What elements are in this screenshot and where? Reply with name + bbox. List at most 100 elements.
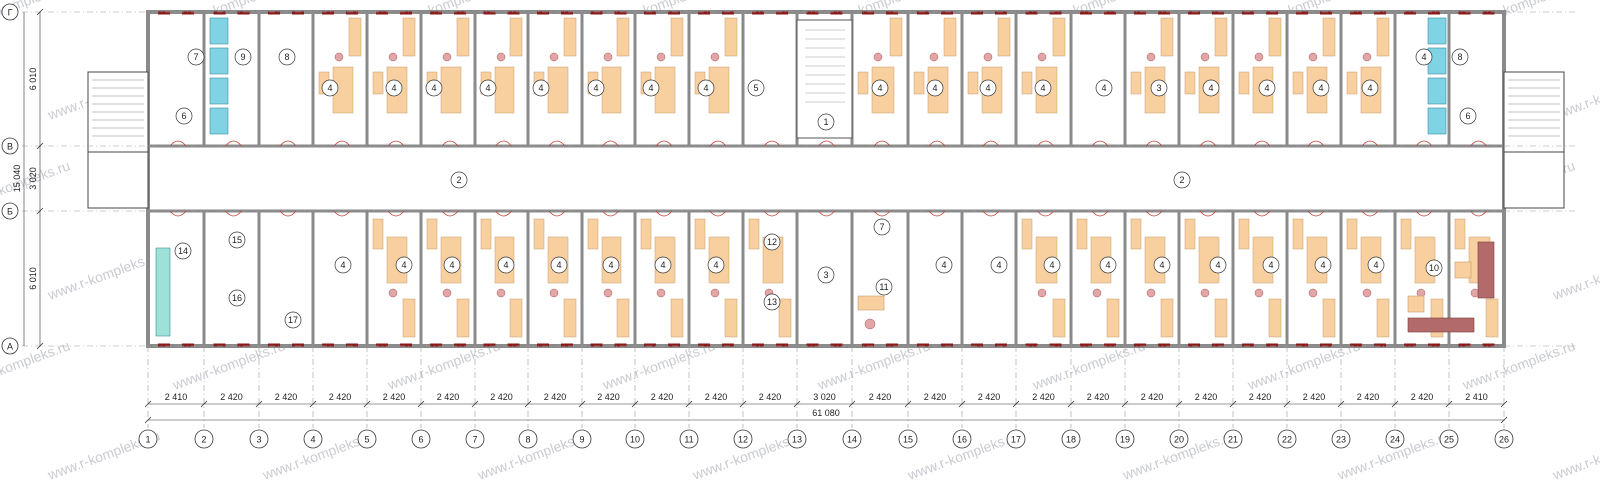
room-number: 7 [879, 222, 884, 232]
desk [1021, 71, 1033, 95]
axis-letter: В [7, 142, 13, 152]
axis-number: 17 [1011, 435, 1021, 445]
room-number: 4 [1421, 52, 1426, 62]
wardrobe [402, 17, 416, 57]
wardrobe [348, 17, 362, 57]
room-number-bubble [1367, 256, 1385, 274]
dim-tick [36, 342, 44, 350]
axis-number: 15 [903, 435, 913, 445]
door-arc [818, 210, 835, 217]
desk [1238, 71, 1250, 95]
porch-left [87, 151, 149, 209]
table [1407, 295, 1425, 313]
door-arc [1199, 140, 1217, 147]
desk [967, 71, 979, 95]
chair [1254, 52, 1264, 62]
dim-tick [578, 400, 586, 408]
chair [656, 52, 666, 62]
desk [587, 218, 599, 250]
bay-dimension: 2 420 [1087, 392, 1110, 402]
room-number-bubble [284, 311, 302, 329]
bay-dimension: 2 420 [1249, 392, 1272, 402]
room-number: 4 [1373, 260, 1378, 270]
door-arc [548, 140, 566, 147]
door-arc [1253, 210, 1271, 217]
bay-dimension: 2 420 [597, 392, 620, 402]
total-dimension: 61 080 [812, 408, 840, 418]
door-arc [602, 140, 619, 147]
room-number: 4 [1105, 260, 1110, 270]
dim-middle: 3 020 [28, 167, 38, 190]
chair [1037, 52, 1047, 62]
axis-bubble [1, 3, 19, 21]
door-arc [1361, 210, 1379, 217]
desk [1130, 218, 1142, 250]
room-number-bubble [763, 293, 781, 311]
room-number-bubble [175, 107, 193, 125]
door-arc [169, 210, 187, 217]
room-number-bubble [1361, 79, 1379, 97]
chair [1146, 288, 1156, 298]
shower-cabin [209, 107, 229, 135]
axis-bubble [303, 429, 323, 449]
axis-number: 2 [201, 435, 206, 445]
bay-dimension: 3 020 [813, 392, 836, 402]
sofa [1477, 241, 1495, 299]
axis-number: 6 [418, 435, 423, 445]
room-number: 11 [879, 282, 888, 292]
room-number: 4 [1049, 260, 1054, 270]
room-number: 14 [178, 246, 188, 256]
room-number: 4 [391, 83, 396, 93]
axis-number: 16 [957, 435, 967, 445]
dim-tick [417, 400, 425, 408]
door-arc [1091, 210, 1109, 217]
axis-number: 23 [1336, 435, 1346, 445]
room-number-bubble [1150, 79, 1168, 97]
dim-tick [255, 400, 263, 408]
axis-bubble [1006, 429, 1026, 449]
wardrobe [1376, 298, 1390, 338]
bay-dimension: 2 420 [651, 392, 674, 402]
chair [388, 288, 398, 298]
room-number: 4 [327, 83, 332, 93]
axis-number: 14 [847, 435, 857, 445]
door-arc [495, 140, 512, 147]
wardrobe [1160, 17, 1174, 57]
desk [533, 218, 545, 250]
room-number-bubble [395, 256, 413, 274]
room-number-bubble [817, 266, 835, 284]
chair [1308, 288, 1318, 298]
desk [1184, 71, 1196, 95]
dim-tick [631, 400, 639, 408]
chair [442, 288, 452, 298]
wardrobe [778, 298, 792, 338]
room-number: 4 [503, 260, 508, 270]
axis-bubble [249, 429, 269, 449]
room-number: 4 [1215, 260, 1220, 270]
wardrobe [1160, 298, 1174, 338]
room-number: 4 [932, 83, 937, 93]
axis-bubble [1061, 429, 1081, 449]
door-arc [1307, 140, 1325, 147]
room-number-bubble [385, 79, 403, 97]
door-arc [655, 140, 673, 147]
door-arc [279, 140, 297, 147]
axis-letter: А [7, 342, 13, 352]
desk [1130, 71, 1142, 95]
axis-number: 3 [256, 435, 261, 445]
axis-bubble [411, 429, 431, 449]
door-arc [982, 140, 1000, 147]
room-number: 4 [648, 83, 653, 93]
chair [496, 288, 506, 298]
room-number-bubble [817, 113, 835, 131]
axis-number: 11 [684, 435, 693, 445]
room-number: 6 [1465, 111, 1470, 121]
axis-number: 21 [1228, 435, 1238, 445]
room-number-bubble [1153, 256, 1171, 274]
axis-bubble [518, 429, 538, 449]
door-arc [709, 140, 727, 147]
door-arc [1091, 140, 1109, 147]
room-number: 4 [703, 83, 708, 93]
bed [547, 66, 569, 114]
porch-right [1503, 151, 1565, 209]
